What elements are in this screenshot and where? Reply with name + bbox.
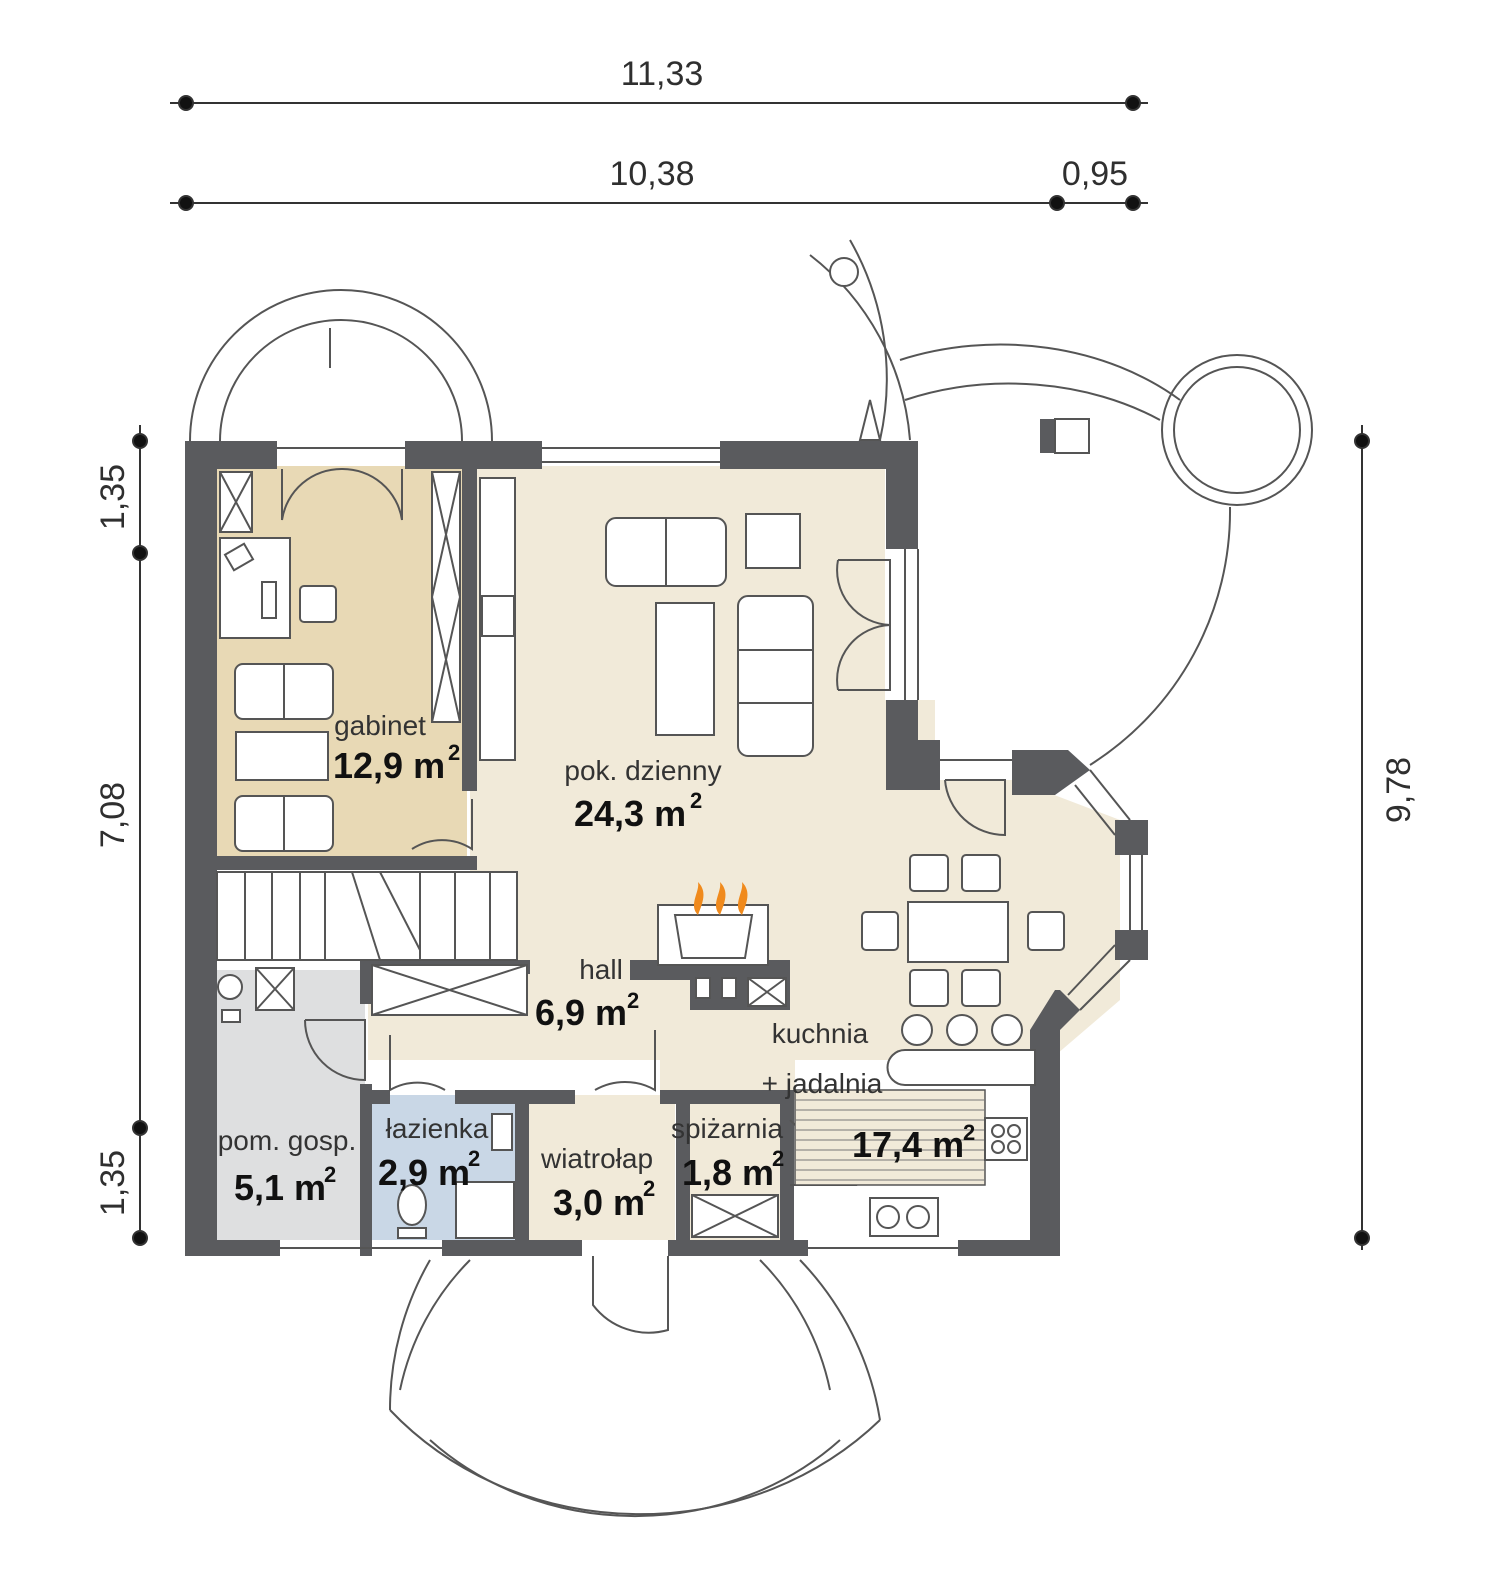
room-name-gosp: pom. gosp. <box>218 1125 357 1156</box>
room-name-hall: hall <box>579 954 623 985</box>
room-name-gabinet: gabinet <box>334 710 426 741</box>
room-area-sup-gosp: 2 <box>324 1162 336 1187</box>
room-area-spizarnia: 1,8 m <box>682 1152 774 1193</box>
room-area-wiatrolap: 3,0 m <box>553 1182 645 1223</box>
room-name-wiatrolap: wiatrołap <box>540 1143 653 1174</box>
room-area-gabinet: 12,9 m <box>333 745 445 786</box>
room-name-spizarnia: spiżarnia <box>671 1113 783 1144</box>
room-name-kuchnia: kuchnia <box>772 1018 869 1049</box>
room-labels: gabinet 12,9 m 2 pok. dzienny 24,3 m 2 h… <box>218 710 976 1223</box>
room-area-kuchnia: 17,4 m <box>852 1124 964 1165</box>
room-area-sup-lazienka: 2 <box>468 1146 480 1171</box>
windows <box>277 447 1143 1249</box>
room-area-sup-pokoj: 2 <box>690 788 702 813</box>
furniture <box>216 471 1065 1239</box>
doors <box>281 467 1006 1334</box>
dim-left-top: 1,35 <box>94 464 132 530</box>
terrace-outlines <box>189 239 1313 1518</box>
room-area-gosp: 5,1 m <box>234 1167 326 1208</box>
room-name-lazienka: łazienka <box>386 1113 489 1144</box>
room-area-sup-hall: 2 <box>627 988 639 1013</box>
dim-top-total: 11,33 <box>621 55 704 93</box>
room-area-sup-kuchnia: 2 <box>963 1120 975 1145</box>
room-area-sup-spizarnia: 2 <box>772 1146 784 1171</box>
dimension-lines <box>132 95 1370 1250</box>
dim-left-mid: 7,08 <box>94 782 132 848</box>
room-area-sup-gabinet: 2 <box>448 740 460 765</box>
fire-icon <box>693 882 748 915</box>
room-area-sup-wiatrolap: 2 <box>643 1176 655 1201</box>
room-name-jadalnia: + jadalnia <box>762 1068 883 1099</box>
dim-left-bottom: 1,35 <box>94 1150 132 1216</box>
terrace-lamp <box>829 257 859 287</box>
dim-top-small: 0,95 <box>1062 155 1128 193</box>
walls <box>185 441 1148 1256</box>
room-area-pokoj: 24,3 m <box>574 793 686 834</box>
room-area-hall: 6,9 m <box>535 992 627 1033</box>
dim-top-main: 10,38 <box>609 155 694 193</box>
room-area-lazienka: 2,9 m <box>378 1152 470 1193</box>
room-name-pokoj: pok. dzienny <box>564 755 721 786</box>
dim-right-total: 9,78 <box>1380 757 1418 823</box>
